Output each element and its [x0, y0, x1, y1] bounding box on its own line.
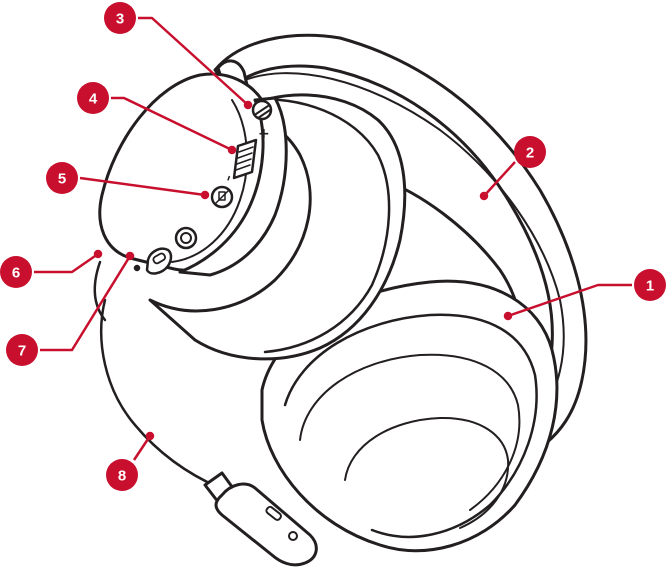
left-earcup-plate-edge [171, 99, 248, 263]
callout-number: 4 [89, 91, 98, 108]
callout-leader-7 [40, 255, 132, 352]
earcup-side-band [178, 96, 288, 277]
callout-leader-3 [138, 16, 249, 106]
callout-anchor-5 [200, 190, 210, 200]
left-ear-cushion-rim [248, 98, 391, 354]
callout-badge-headband: 2 [514, 136, 546, 168]
charging-port [145, 247, 173, 275]
callout-circle [46, 162, 78, 194]
callout-number: 3 [116, 11, 124, 28]
callout-badge-status-led: 6 [0, 256, 32, 288]
dongle-body [214, 482, 318, 567]
callout-anchor-2 [479, 191, 489, 201]
right-ear-cushion-ring [344, 416, 510, 529]
callout-anchor-6 [93, 249, 103, 259]
dongle-dot [288, 531, 298, 541]
callout-circle [6, 334, 38, 366]
callout-number: 7 [18, 343, 26, 360]
callout-number: 6 [12, 265, 20, 282]
callout-circle [106, 459, 138, 491]
callout-badge-charging-port: 7 [6, 334, 38, 366]
cable-strain [93, 260, 107, 322]
callout-badge-ear-cushion: 1 [634, 269, 666, 301]
cable [100, 298, 222, 490]
callout-leader-1 [507, 283, 632, 318]
callout-anchor-7 [125, 251, 135, 261]
callout-badge-volume-rocker: 4 [77, 82, 109, 114]
callout-badge-power-button: 3 [104, 2, 136, 34]
callout-number: 5 [58, 171, 66, 188]
volume-up-symbol: + [258, 126, 270, 142]
callout-number: 2 [526, 145, 534, 162]
callout-circle [514, 136, 546, 168]
right-ear-cushion-seam [283, 313, 538, 539]
power-button [251, 99, 273, 121]
callout-anchor-1 [503, 311, 513, 321]
callout-circle [104, 2, 136, 34]
right-ear-cushion-inner [299, 353, 521, 511]
left-ear-cushion [148, 93, 407, 361]
callout-leader-6 [34, 252, 99, 274]
callout-anchor-4 [227, 145, 237, 155]
callout-leader-2 [483, 161, 516, 197]
callout-number: 1 [646, 278, 654, 295]
callout-circle [77, 82, 109, 114]
volume-rocker [232, 138, 258, 180]
mute-button [210, 185, 234, 209]
callout-anchor-8 [145, 431, 155, 441]
callout-anchor-3 [243, 100, 253, 110]
callout-leader-5 [79, 176, 206, 197]
callout-leader-4 [111, 96, 233, 152]
audio-jack [174, 226, 198, 250]
callout-circle [634, 269, 666, 301]
callout-badge-mute-button: 5 [46, 162, 78, 194]
volume-down-symbol: – [220, 173, 235, 183]
usb-dongle [203, 471, 318, 567]
callout-circle [0, 256, 32, 288]
status-led [133, 264, 141, 272]
callout-badge-usb-dongle: 8 [106, 459, 138, 491]
callout-leader-8 [132, 435, 152, 461]
callout-number: 8 [118, 468, 126, 485]
dongle-slot [265, 505, 282, 521]
headband-inner-edge [239, 72, 565, 431]
